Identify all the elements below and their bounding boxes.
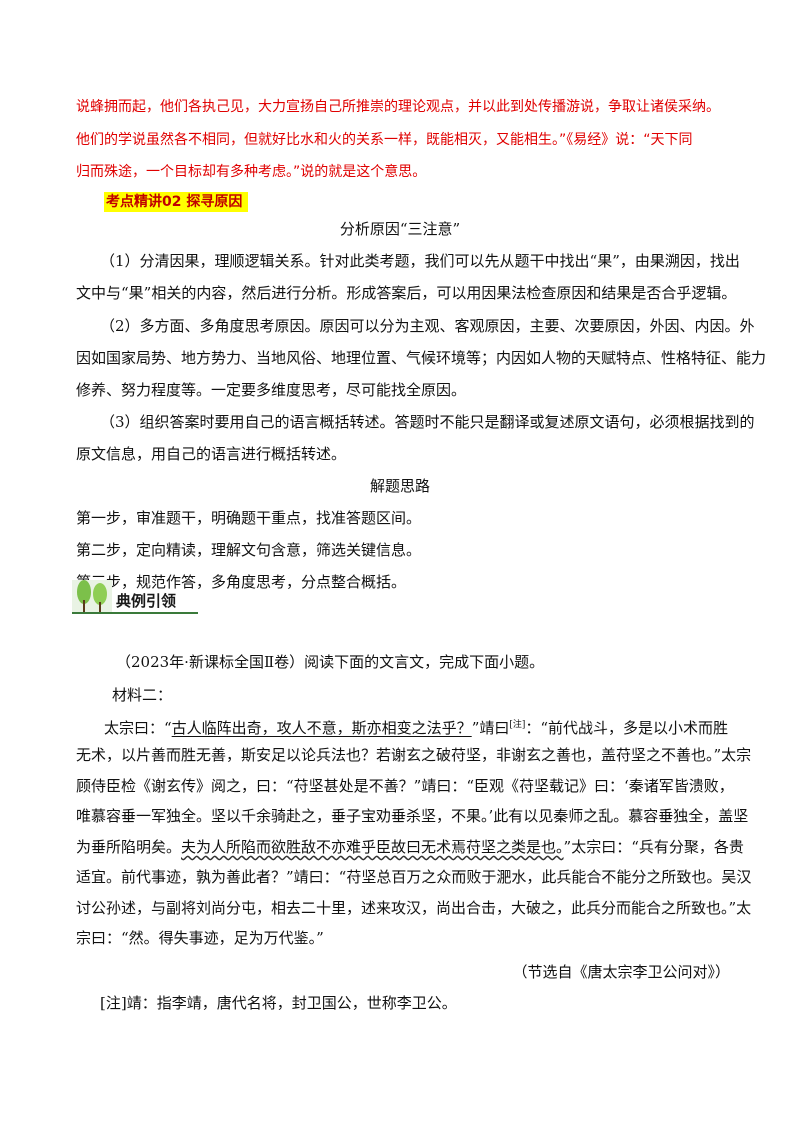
annotation-note: [注]靖：指李靖，唐代名将，封卫国公，世称李卫公。 (100, 994, 457, 1012)
step-1: 第一步，审准题干，明确题干重点，找准答题区间。 (76, 509, 422, 527)
text-line-4: 唯慕容垂一军独全。坚以千余骑赴之，垂子宝劝垂杀坚，不果。’此有以见秦师之乱。慕容… (76, 807, 749, 825)
wavy-underlined-sentence: 夫为人所陷而欲胜敌不亦难乎臣故曰无术焉苻坚之类是也。 (181, 838, 564, 856)
underlined-question: 古人临阵出奇，攻人不意，斯亦相变之法乎？ (171, 719, 472, 737)
text-line-1: 太宗曰：“古人临阵出奇，攻人不意，斯亦相变之法乎？”靖曰[注]：“前代战斗，多是… (104, 715, 728, 738)
point-2-line-2: 因如国家局势、地方势力、当地风俗、地理位置、气候环境等；内因如人物的天赋特点、性… (76, 349, 767, 367)
material-label: 材料二： (112, 686, 173, 704)
text-line-2: 无术，以片善而胜无善，斯安足以论兵法也？若谢玄之破苻坚，非谢玄之善也，盖苻坚之不… (76, 746, 752, 764)
banner-label: 典例引领 (116, 592, 177, 610)
point-1-line-2: 文中与“果”相关的内容，然后进行分析。形成答案后，可以用因果法检查原因和结果是否… (76, 284, 737, 302)
example-source: （2023年·新课标全国Ⅱ卷）阅读下面的文言文，完成下面小题。 (116, 653, 545, 671)
text-1a: 太宗曰：“ (104, 719, 172, 737)
subtitle-solving-approach: 解题思路 (369, 477, 430, 495)
intro-red-line-1: 说蜂拥而起，他们各执己见，大力宣扬自己所推崇的理论观点，并以此到处传播游说，争取… (76, 99, 720, 115)
text-line-3: 顾侍臣检《谢玄传》阅之，曰：“苻坚甚处是不善？”靖曰：“臣观《苻坚载记》曰：‘秦… (76, 777, 734, 795)
note-marker: [注] (509, 720, 526, 730)
subtitle-three-notes: 分析原因“三注意” (339, 220, 461, 238)
text-line-5: 为垂所陷明矣。夫为人所陷而欲胜敌不亦难乎臣故曰无术焉苻坚之类是也。”太宗曰：“兵… (76, 837, 744, 857)
step-2: 第二步，定向精读，理解文句含意，筛选关键信息。 (76, 541, 422, 559)
tree-banner-icon (72, 580, 112, 612)
text-5b: ”太宗曰：“兵有分聚，各贵 (563, 838, 744, 856)
point-1-line-1: （1）分清因果，理顺逻辑关系。针对此类考题，我们可以先从题干中找出“果”，由果溯… (100, 252, 740, 270)
text-1b: ”靖曰 (471, 719, 510, 737)
step-3: 第三步，规范作答，多角度思考，分点整合概括。 (76, 573, 407, 591)
point-2-line-3: 修养、努力程度等。一定要多维度思考，尽可能找全原因。 (76, 381, 467, 399)
section-heading: 考点精讲02 探寻原因 (104, 192, 248, 212)
citation: （节选自《唐太宗李卫公问对》） (512, 963, 730, 981)
intro-red-line-3: 归而殊途，一个目标却有多种考虑。”说的就是这个意思。 (76, 164, 427, 180)
text-line-8: 宗曰：“然。得失事迹，足为万代鉴。” (76, 929, 324, 947)
point-3-line-1: （3）组织答案时要用自己的语言概括转述。答题时不能只是翻译或复述原文语句，必须根… (100, 413, 755, 431)
text-1c: ：“前代战斗，多是以小术而胜 (525, 719, 729, 737)
intro-red-line-2: 他们的学说虽然各不相同，但就好比水和火的关系一样，既能相灭，又能相生。”《易经》… (76, 132, 693, 148)
point-2-line-1: （2）多方面、多角度思考原因。原因可以分为主观、客观原因，主要、次要原因，外因、… (100, 317, 755, 335)
text-5a: 为垂所陷明矣。 (76, 838, 182, 856)
text-line-6: 适宜。前代事迹，孰为善此者？”靖曰：“苻坚总百万之众而败于淝水，此兵能合不能分之… (76, 868, 752, 886)
point-3-line-2: 原文信息，用自己的语言进行概括转述。 (76, 445, 347, 463)
text-line-7: 讨公孙述，与副将刘尚分屯，相去二十里，述来攻汉，尚出合击，大破之，此兵分而能合之… (76, 899, 752, 917)
banner-underline (72, 612, 198, 614)
